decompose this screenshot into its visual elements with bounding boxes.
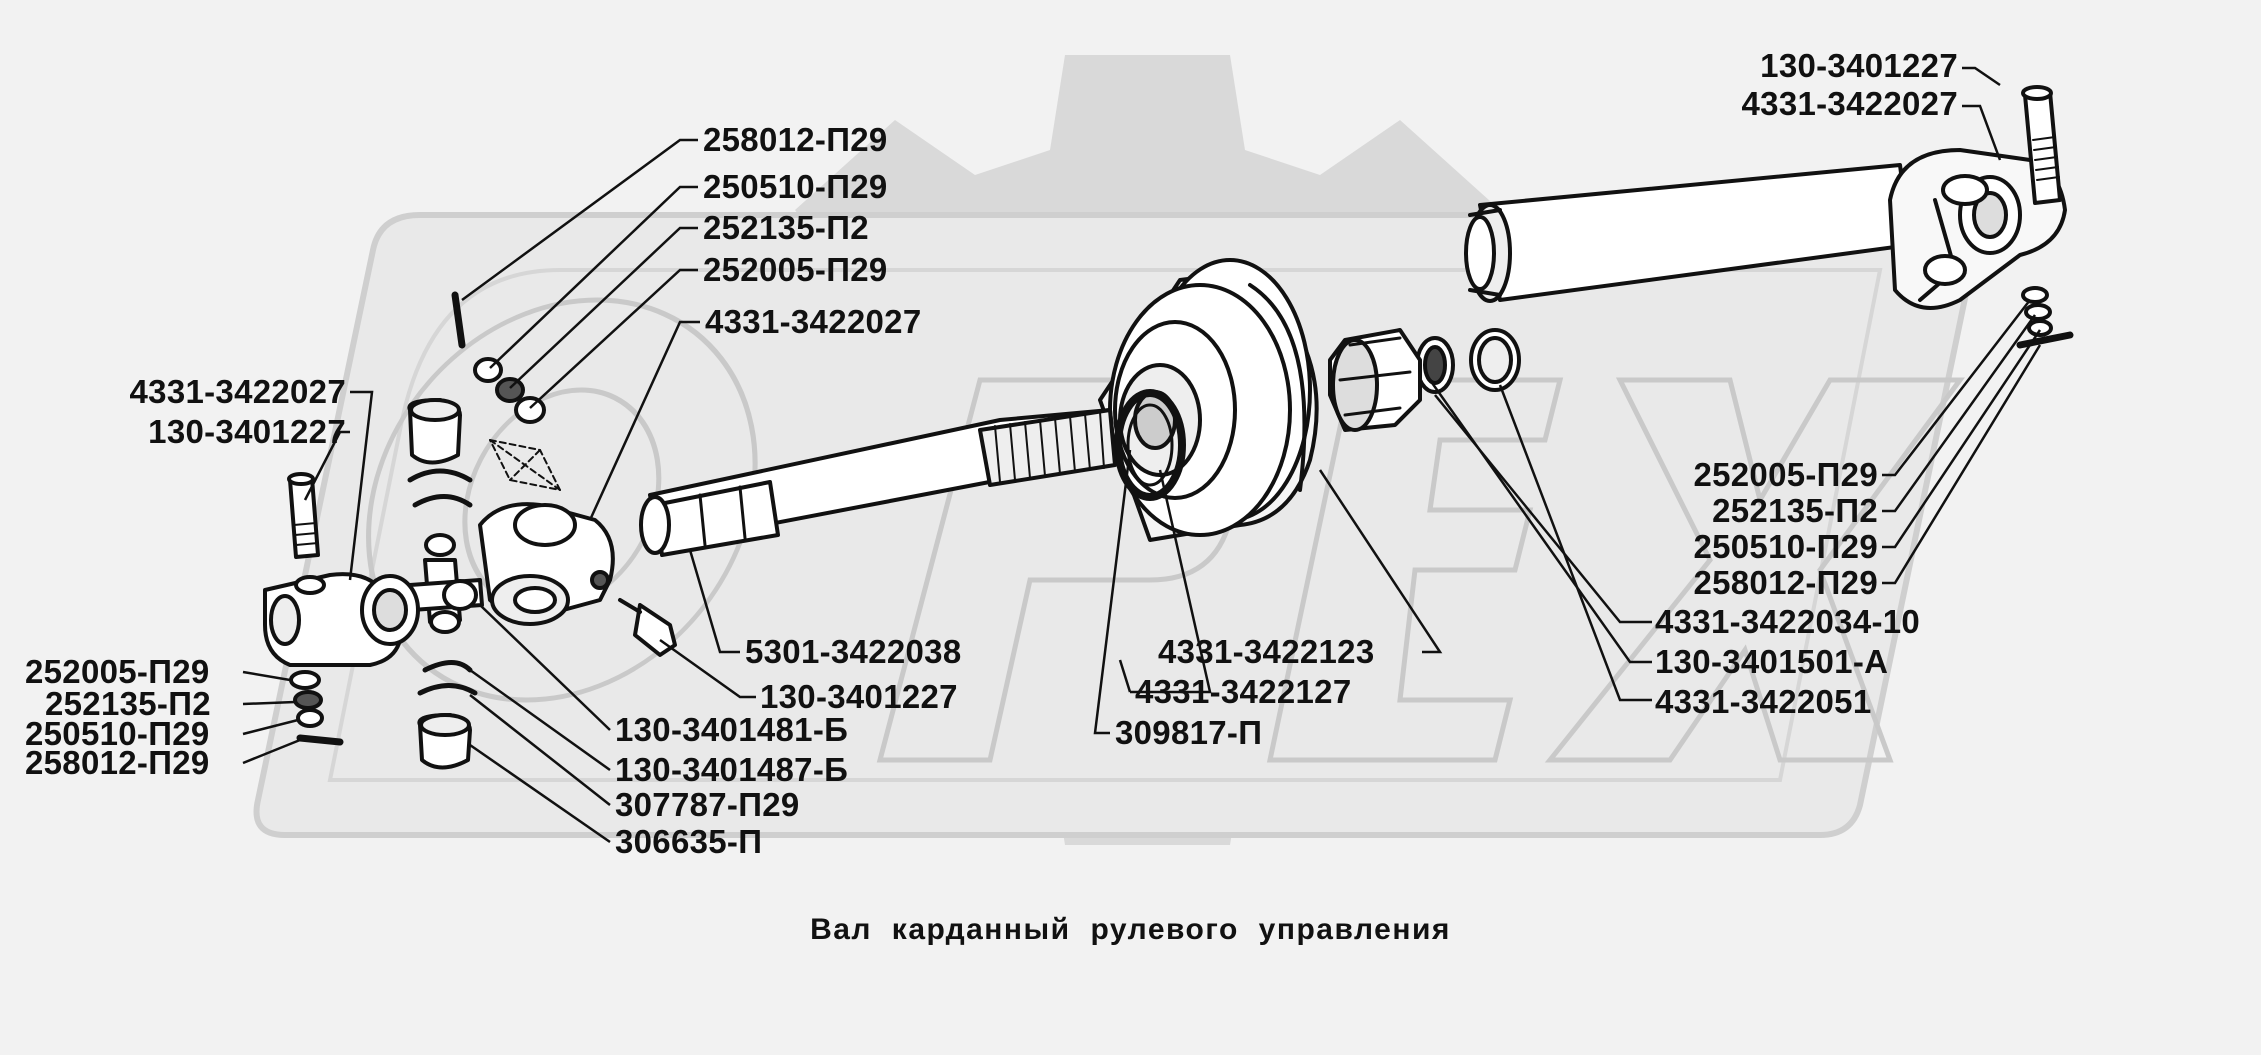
part-label-250510-p29-right: 250510-П29 <box>1693 528 1878 565</box>
cardan-shaft-tube <box>1464 163 1912 303</box>
part-label-252135-p2-top: 252135-П2 <box>703 209 869 246</box>
part-label-4331-3422127: 4331-3422127 <box>1135 673 1352 710</box>
part-label-4331-3422123: 4331-3422123 <box>1158 633 1375 670</box>
part-label-4331-3422027-right: 4331-3422027 <box>1741 85 1958 122</box>
part-label-252135-p2-right: 252135-П2 <box>1712 492 1878 529</box>
part-label-252135-p2-left: 252135-П2 <box>45 685 211 722</box>
part-label-130-3401487-b: 130-3401487-Б <box>615 751 849 788</box>
part-label-250510-p29-left: 250510-П29 <box>25 715 210 752</box>
part-label-252005-p29-left: 252005-П29 <box>25 653 210 690</box>
part-label-4331-3422051: 4331-3422051 <box>1655 683 1872 720</box>
right-fastener-stack <box>2016 286 2074 349</box>
left-fastener-stack <box>289 670 344 746</box>
part-label-258012-p29-right: 258012-П29 <box>1693 564 1878 601</box>
part-label-130-3401481-b: 130-3401481-Б <box>615 711 849 748</box>
right-yoke <box>1888 148 2067 310</box>
right-bolt <box>2021 85 2062 205</box>
part-label-130-3401227-right: 130-3401227 <box>1760 47 1958 84</box>
part-label-4331-3422034-10: 4331-3422034-10 <box>1655 603 1921 640</box>
parts <box>263 85 2074 770</box>
part-label-252005-p29-right: 252005-П29 <box>1693 456 1878 493</box>
part-label-306635-p: 306635-П <box>615 823 763 860</box>
middle-yoke <box>478 502 615 626</box>
part-label-307787-p29: 307787-П29 <box>615 786 800 823</box>
part-label-130-3401227-left: 130-3401227 <box>148 413 346 450</box>
part-label-250510-p29-top: 250510-П29 <box>703 168 888 205</box>
part-label-4331-3422027-center: 4331-3422027 <box>705 303 922 340</box>
boot-cover <box>1098 258 1319 542</box>
part-label-4331-3422027-left: 4331-3422027 <box>129 373 346 410</box>
part-label-258012-p29-top: 258012-П29 <box>703 121 888 158</box>
diagram-caption: Вал карданный рулевого управления <box>810 913 1451 946</box>
splined-shaft <box>639 408 1117 557</box>
left-bolt <box>287 472 320 559</box>
part-label-5301-3422038: 5301-3422038 <box>745 633 962 670</box>
part-label-258012-p29-left: 258012-П29 <box>25 744 210 781</box>
part-label-309817-p: 309817-П <box>1115 714 1263 751</box>
bearing-cups <box>407 398 478 770</box>
clamp-ring <box>1114 389 1186 501</box>
left-yoke <box>263 572 420 667</box>
bushing <box>1328 328 1422 432</box>
part-label-130-3401227-center: 130-3401227 <box>760 678 958 715</box>
seal-rings <box>1415 328 1521 394</box>
top-fasteners <box>451 291 561 491</box>
part-label-252005-p29-top: 252005-П29 <box>703 251 888 288</box>
leader-lines <box>242 66 2042 844</box>
part-label-130-3401501-a: 130-3401501-А <box>1655 643 1889 680</box>
